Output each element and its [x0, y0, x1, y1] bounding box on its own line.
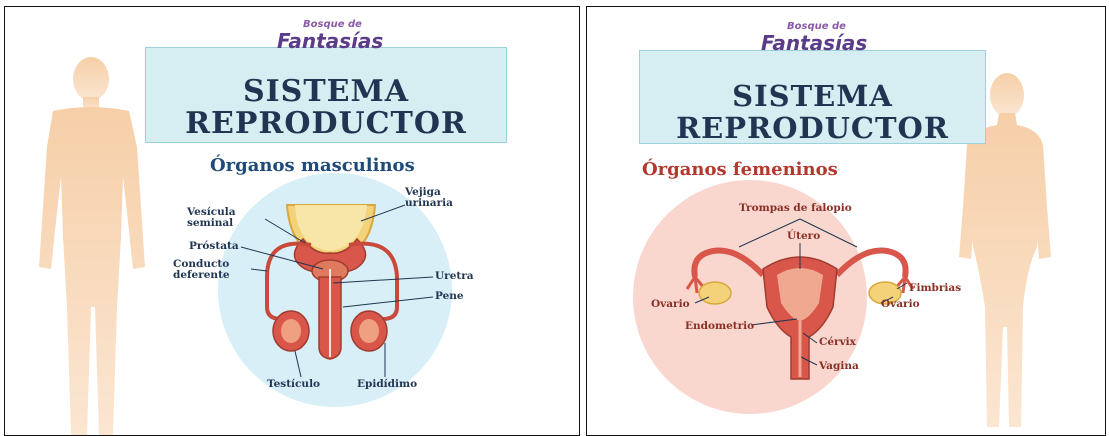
brand-logo: Bosque de Fantasías: [747, 21, 877, 55]
title-line-1: SISTEMA: [146, 74, 506, 109]
label-utero: Útero: [787, 231, 820, 242]
male-title-banner: SISTEMA REPRODUCTOR: [145, 47, 507, 143]
label-vagina: Vagina: [819, 361, 859, 372]
label-trompas: Trompas de falopio: [739, 203, 852, 214]
label-cervix: Cérvix: [819, 337, 856, 348]
label-pene: Pene: [435, 291, 464, 302]
title-line-2: REPRODUCTOR: [146, 106, 506, 141]
label-vesicula: Vesícula seminal: [187, 207, 265, 229]
male-panel: SISTEMA REPRODUCTOR Bosque de Fantasías …: [4, 6, 580, 436]
label-testiculo: Testículo: [267, 379, 320, 390]
male-subtitle: Órganos masculinos: [210, 155, 415, 176]
label-endometrio: Endometrio: [685, 321, 754, 332]
female-subtitle: Órganos femeninos: [642, 159, 838, 180]
female-title-banner: SISTEMA REPRODUCTOR: [639, 50, 986, 144]
label-epididimo: Epidídimo: [357, 379, 417, 390]
ovary-left: [699, 282, 731, 304]
label-fimbrias: Fimbrias: [909, 283, 961, 294]
label-uretra: Uretra: [435, 271, 474, 282]
title-line-2: REPRODUCTOR: [640, 111, 985, 145]
label-vejiga: Vejiga urinaria: [405, 187, 465, 209]
label-conducto: Conducto deferente: [173, 259, 251, 281]
male-silhouette: [39, 57, 145, 435]
female-panel: SISTEMA REPRODUCTOR Bosque de Fantasías …: [586, 6, 1106, 436]
label-ovario-right: Ovario: [881, 299, 920, 310]
label-ovario-left: Ovario: [651, 299, 690, 310]
brand-logo: Bosque de Fantasías: [263, 19, 393, 53]
title-line-1: SISTEMA: [640, 79, 985, 113]
label-prostata: Próstata: [189, 241, 239, 252]
